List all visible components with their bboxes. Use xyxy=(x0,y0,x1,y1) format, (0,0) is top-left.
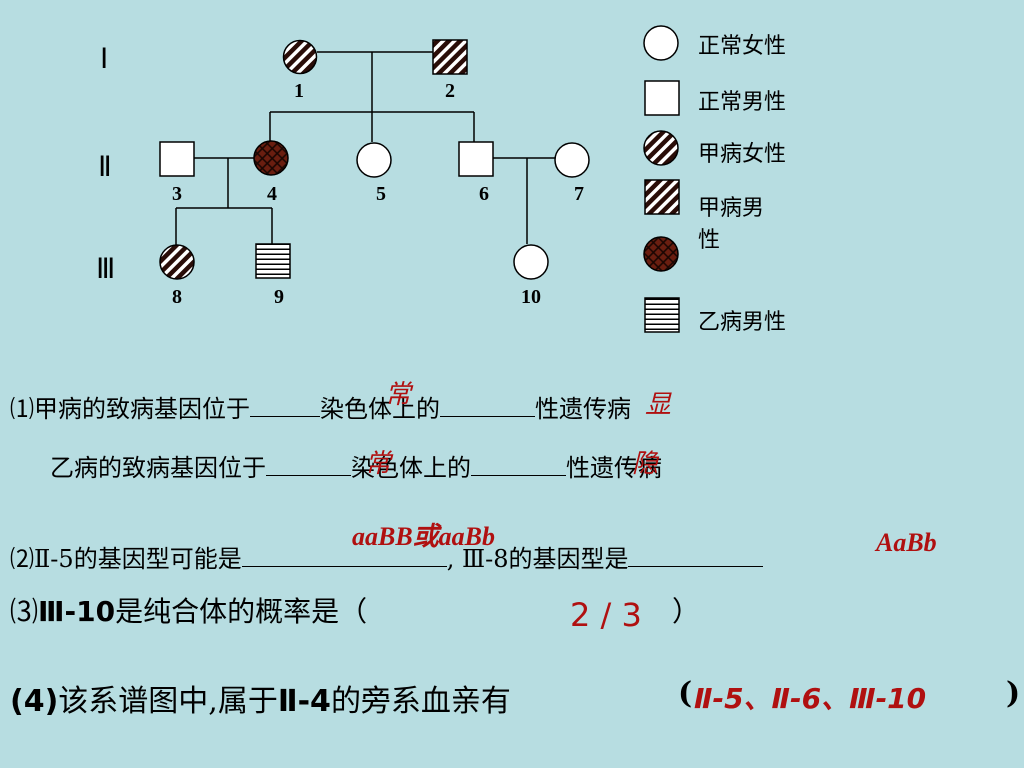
question-1b-suffix: 性遗传病 xyxy=(566,454,662,482)
answer-4: Ⅱ-5、Ⅱ-6、Ⅲ-10 xyxy=(694,682,927,715)
individual-4-symbol xyxy=(253,140,289,176)
blank-2-2 xyxy=(628,526,764,567)
individual-3-label: 3 xyxy=(172,183,182,205)
generation-label-2: Ⅱ xyxy=(98,152,112,183)
question-1b-mid: 染色体上的 xyxy=(351,454,471,482)
legend-disease-a-male-label-1: 甲病男 xyxy=(698,196,765,221)
legend-normal-female-symbol xyxy=(643,25,679,61)
question-1b: 乙病的致病基因位于 染色体上的 性遗传病 xyxy=(50,448,662,483)
generation-label-3: Ⅲ xyxy=(96,254,116,285)
individual-1-symbol xyxy=(282,39,318,75)
legend-disease-b-male-label: 乙病男性 xyxy=(698,310,787,335)
question-3: ⑶Ⅲ-10是纯合体的概率是（ xyxy=(10,590,367,630)
legend-disease-a-female-label: 甲病女性 xyxy=(698,142,787,167)
legend-disease-b-male-symbol xyxy=(644,297,680,333)
individual-8-symbol xyxy=(159,244,195,280)
answer-1a-1: 常 xyxy=(385,380,412,409)
question-4-subject: Ⅱ-4 xyxy=(277,684,331,719)
answer-3: 2 / 3 xyxy=(570,596,642,634)
individual-6-symbol xyxy=(458,141,494,177)
blank-1b-1 xyxy=(266,453,351,476)
question-3-prefix: ⑶ xyxy=(10,595,39,628)
question-3-subject: Ⅲ-10 xyxy=(38,595,116,628)
answer-1b-1: 常 xyxy=(365,449,392,478)
individual-5-label: 5 xyxy=(376,183,386,205)
question-1a-prefix: ⑴甲病的致病基因位于 xyxy=(10,395,250,423)
individual-1-label: 1 xyxy=(294,80,304,102)
legend-disease-a-male-label-2: 性 xyxy=(698,228,721,253)
question-1a: ⑴甲病的致病基因位于 染色体上的 性遗传病 xyxy=(10,389,631,424)
answer-1a-2: 显 xyxy=(645,390,672,419)
question-2: ⑵Ⅱ-5的基因型可能是 , Ⅲ-8的基因型是 xyxy=(10,526,764,574)
individual-5-symbol xyxy=(356,142,392,178)
question-4-text2: 的旁系血亲有 xyxy=(330,684,511,719)
blank-1b-2 xyxy=(471,453,566,476)
individual-10-label: 10 xyxy=(521,286,541,308)
blank-2-1 xyxy=(241,526,447,567)
question-2-prefix: ⑵Ⅱ-5的基因型可能是 xyxy=(10,545,242,573)
question-4-open: ( xyxy=(678,676,693,711)
individual-10-symbol xyxy=(513,244,549,280)
individual-7-symbol xyxy=(554,142,590,178)
generation-label-1: Ⅰ xyxy=(100,44,109,75)
question-1a-suffix: 性遗传病 xyxy=(535,395,631,423)
pedigree-lines xyxy=(175,51,555,245)
legend-normal-male-label: 正常男性 xyxy=(698,90,787,115)
legend-disease-a-b-female-symbol xyxy=(643,236,679,272)
individual-7-label: 7 xyxy=(574,183,584,205)
question-3-text: 是纯合体的概率是（ xyxy=(115,595,368,628)
answer-2-2: AaBb xyxy=(876,528,937,557)
question-4: (4)该系谱图中,属于Ⅱ-4的旁系血亲有 xyxy=(10,676,511,720)
question-1b-prefix: 乙病的致病基因位于 xyxy=(50,454,266,482)
individual-2-label: 2 xyxy=(445,80,455,102)
individual-9-label: 9 xyxy=(274,286,284,308)
individual-4-label: 4 xyxy=(267,183,277,205)
legend-disease-a-male-symbol xyxy=(644,179,680,215)
question-3-close: ） xyxy=(672,595,701,628)
individual-6-label: 6 xyxy=(479,183,489,205)
individual-3-symbol xyxy=(159,141,195,177)
blank-1a-1 xyxy=(250,394,320,417)
question-4-prefix: (4) xyxy=(10,684,59,719)
question-4-close: ) xyxy=(1006,676,1021,711)
individual-9-symbol xyxy=(255,243,291,279)
answer-2-1: aaBB或aaBb xyxy=(352,522,496,551)
legend-normal-female-label: 正常女性 xyxy=(698,34,787,59)
question-2-mid: , Ⅲ-8的基因型是 xyxy=(446,545,629,573)
legend-disease-a-female-symbol xyxy=(643,130,679,166)
individual-2-symbol xyxy=(432,39,468,75)
question-1a-mid: 染色体上的 xyxy=(320,395,440,423)
legend-normal-male-symbol xyxy=(644,80,680,116)
individual-8-label: 8 xyxy=(172,286,182,308)
answer-1b-2: 隐 xyxy=(632,449,659,478)
question-4-text: 该系谱图中,属于 xyxy=(58,684,278,719)
blank-1a-2 xyxy=(440,394,535,417)
